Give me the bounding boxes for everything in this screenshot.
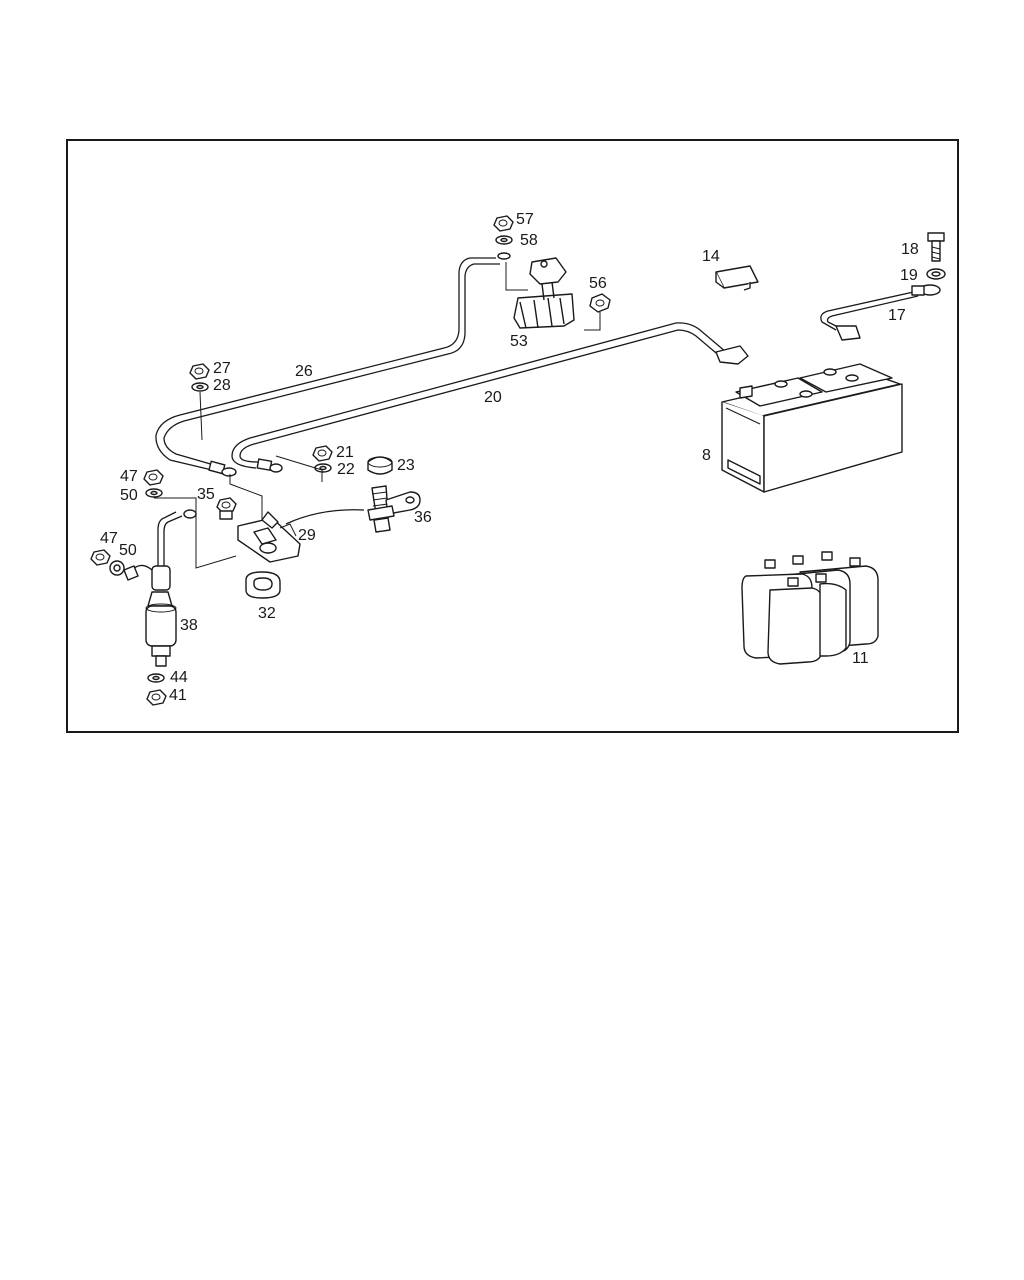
nut-56 bbox=[584, 293, 611, 331]
callout-44: 44 bbox=[170, 669, 188, 686]
leader-line-57 bbox=[505, 262, 528, 291]
leader-line-47 bbox=[154, 497, 237, 569]
callout-20: 20 bbox=[484, 389, 502, 406]
nut-21 bbox=[312, 445, 333, 462]
nut-47-lower bbox=[90, 549, 111, 566]
cap-23 bbox=[367, 456, 393, 475]
callout-26: 26 bbox=[295, 363, 313, 380]
nut-57 bbox=[493, 215, 514, 232]
terminal-stud-36 bbox=[367, 485, 421, 533]
terminal-block-53 bbox=[513, 257, 575, 329]
callout-22: 22 bbox=[337, 461, 355, 478]
callout-38: 38 bbox=[180, 617, 198, 634]
nut-35 bbox=[216, 497, 237, 520]
callout-47-lower: 47 bbox=[100, 530, 118, 547]
callout-50-upper: 50 bbox=[120, 487, 138, 504]
washer-22 bbox=[314, 463, 332, 473]
callout-57: 57 bbox=[516, 211, 534, 228]
cable-17 bbox=[820, 284, 941, 341]
battery-cells-11 bbox=[741, 551, 879, 665]
nut-27 bbox=[189, 363, 210, 380]
callout-50-lower: 50 bbox=[119, 542, 137, 559]
callout-29: 29 bbox=[298, 527, 316, 544]
washer-50-upper bbox=[145, 488, 163, 498]
bracket-14 bbox=[715, 265, 759, 291]
washer-19 bbox=[926, 268, 946, 280]
callout-53: 53 bbox=[510, 333, 528, 350]
cable-26 bbox=[155, 257, 500, 477]
cable-20 bbox=[231, 322, 749, 473]
sensor-38 bbox=[145, 591, 177, 667]
callout-28: 28 bbox=[213, 377, 231, 394]
callout-41: 41 bbox=[169, 687, 187, 704]
washer-44 bbox=[147, 673, 165, 683]
callout-58: 58 bbox=[520, 232, 538, 249]
grommet-32 bbox=[245, 571, 281, 599]
callout-56: 56 bbox=[589, 275, 607, 292]
callout-35: 35 bbox=[197, 486, 215, 503]
nut-47-upper bbox=[143, 469, 164, 486]
washer-28 bbox=[191, 382, 209, 392]
washer-58 bbox=[495, 235, 513, 245]
callout-17: 17 bbox=[888, 307, 906, 324]
diagram-frame bbox=[66, 139, 959, 733]
callout-8: 8 bbox=[702, 447, 711, 464]
callout-32: 32 bbox=[258, 605, 276, 622]
callout-27: 27 bbox=[213, 360, 231, 377]
callout-14: 14 bbox=[702, 248, 720, 265]
bolt-18 bbox=[927, 232, 945, 262]
callout-18: 18 bbox=[901, 241, 919, 258]
callout-labels: 57 58 56 53 14 18 19 17 27 28 26 20 8 21… bbox=[100, 211, 919, 704]
nut-41 bbox=[146, 689, 167, 706]
callout-36: 36 bbox=[414, 509, 432, 526]
callout-21: 21 bbox=[336, 444, 354, 461]
callout-23: 23 bbox=[397, 457, 415, 474]
callout-47-upper: 47 bbox=[120, 468, 138, 485]
leader-line-27 bbox=[199, 391, 203, 441]
cable-26-eyelet bbox=[497, 252, 511, 260]
cable-38 bbox=[123, 509, 197, 591]
callout-11: 11 bbox=[852, 650, 869, 667]
callout-19: 19 bbox=[900, 267, 918, 284]
battery-8 bbox=[721, 363, 903, 493]
washer-50-lower bbox=[109, 560, 125, 576]
fuse-holder-29 bbox=[237, 509, 365, 563]
leader-line-35 bbox=[229, 474, 263, 520]
leader-line-21 bbox=[275, 455, 323, 482]
